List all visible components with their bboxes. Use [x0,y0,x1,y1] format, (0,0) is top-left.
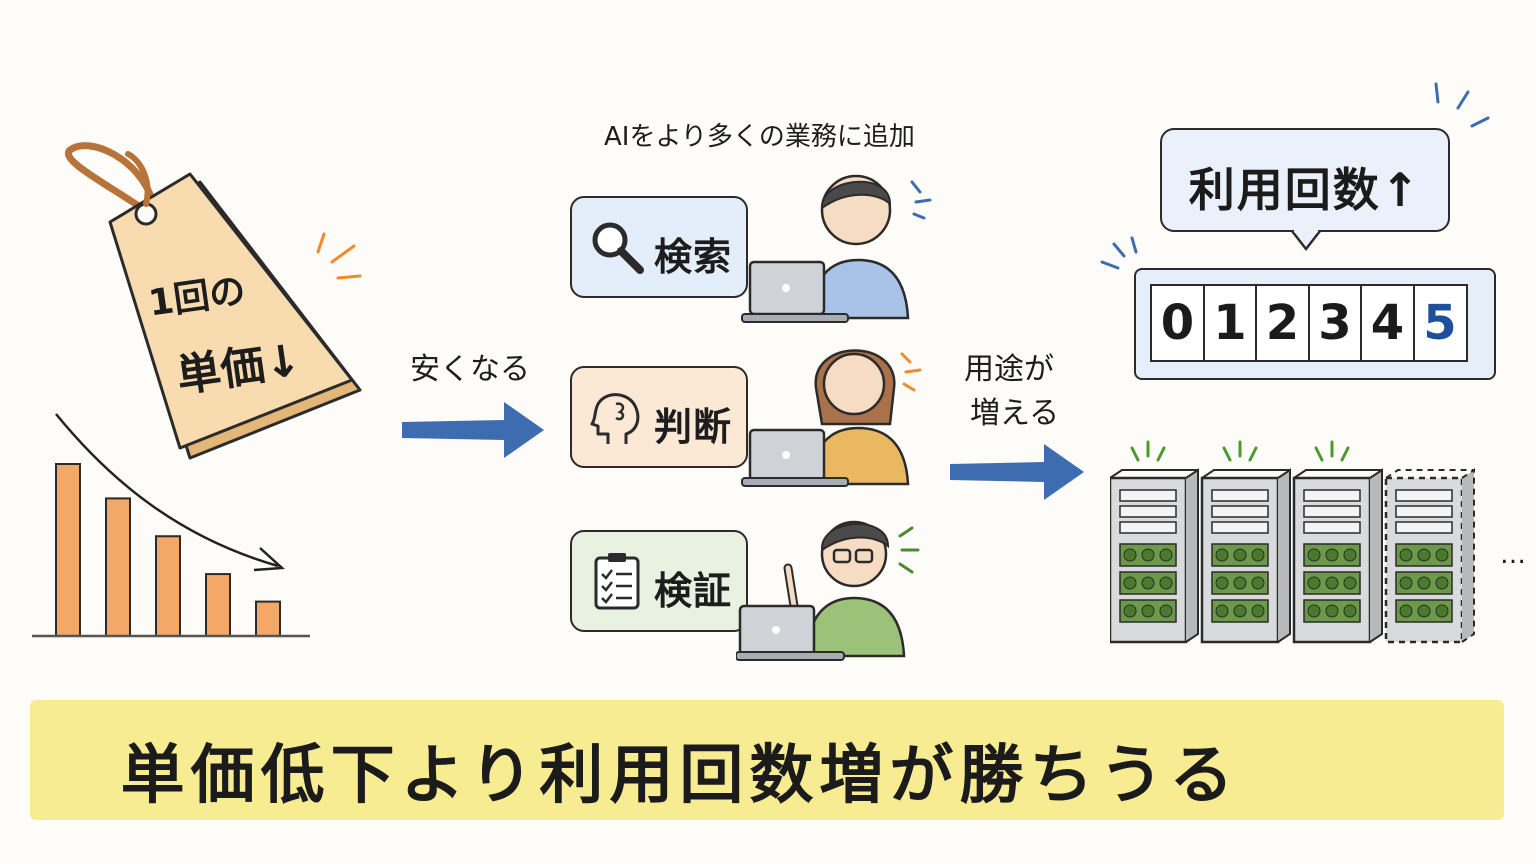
head-thinking-icon [590,393,640,444]
task-label-judgment: 判断 [654,405,733,449]
counter-digit: 2 [1255,284,1310,362]
sparkle-marks [316,232,362,280]
arrow2-label-line1: 用途が [964,352,1054,387]
bar-4 [205,573,231,637]
task-box-verification: 検証 [570,530,748,632]
server-racks [1108,438,1530,648]
bar-2 [105,497,131,638]
counter-digit: 0 [1150,284,1205,362]
counter-digit-latest: 5 [1412,284,1468,362]
task-box-judgment: 判断 [570,366,748,468]
right-arrow-2 [950,444,1084,500]
counter-sparkle-marks [1100,236,1138,270]
bubble-text: 利用回数↑ [1188,163,1422,217]
decline-trend-arrow [55,413,279,568]
server-rack-future [1384,468,1475,644]
server-rack [1200,440,1291,644]
checklist-icon [594,553,640,610]
price-tag-illustration [64,142,362,460]
bar-5 [255,600,281,638]
arrow2-label-line2: 増える [970,396,1060,431]
decline-trend-arrowhead [253,547,286,572]
bubble-sparkle-marks [1434,82,1490,128]
conclusion-banner: 単価低下より利用回数増が勝ちうる [30,700,1504,820]
worker-glasses-man-laptop-illustration [736,520,920,661]
top-label: AIをより多くの業務に追加 [604,122,915,152]
declining-bar-chart [32,413,310,638]
server-rack [1292,440,1383,644]
more-servers-ellipsis: … [1500,540,1526,570]
counter-digit: 3 [1307,284,1363,362]
task-box-search: 検索 [570,196,748,298]
banner-text: 単価低下より利用回数増が勝ちうる [120,739,1240,813]
worker-woman-laptop-illustration [741,349,922,487]
bubble-tail [1291,229,1321,252]
counter-digit: 1 [1202,284,1258,362]
usage-counter: 0 1 2 3 4 5 [1134,268,1496,380]
task-label-verification: 検証 [654,569,733,613]
server-rack [1108,440,1199,644]
right-arrow-1 [402,402,544,458]
counter-digit: 4 [1360,284,1415,362]
task-label-search: 検索 [654,235,733,279]
magnifier-icon [592,222,644,274]
worker-man-laptop-illustration [741,174,932,323]
usage-count-bubble: 利用回数↑ [1160,128,1450,232]
bar-3 [155,535,181,638]
bar-1 [55,463,81,637]
arrow1-label: 安くなる [410,352,530,387]
